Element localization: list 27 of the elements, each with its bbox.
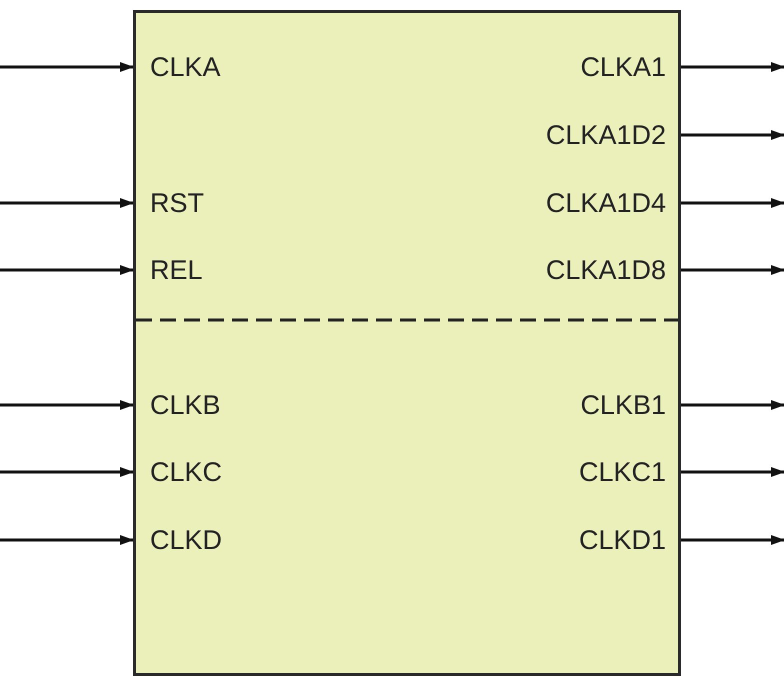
arrow [681, 62, 784, 72]
pin-label: CLKB1 [580, 387, 678, 423]
arrow [681, 400, 784, 410]
arrow [0, 265, 134, 275]
pin-label: CLKC [136, 454, 222, 490]
pin-label: CLKA [136, 49, 221, 85]
pin-label: REL [136, 252, 203, 288]
pin-label: CLKA1D4 [546, 185, 678, 221]
arrow [0, 535, 134, 545]
pin-label: CLKA1D2 [546, 117, 678, 153]
arrow [681, 467, 784, 477]
arrow [681, 198, 784, 208]
arrow [681, 265, 784, 275]
pin-label: CLKC1 [578, 454, 678, 490]
pin-label: RST [136, 185, 204, 221]
arrow [0, 400, 134, 410]
pin-label: CLKB [136, 387, 221, 423]
pin-label: CLKD1 [578, 522, 678, 558]
arrow [0, 62, 134, 72]
arrow [0, 198, 134, 208]
arrow [681, 130, 784, 140]
arrow [0, 467, 134, 477]
arrow [681, 535, 784, 545]
pin-label: CLKD [136, 522, 222, 558]
pin-label: CLKA1D8 [546, 252, 678, 288]
pin-label: CLKA1 [580, 49, 678, 85]
block-symbol [133, 10, 681, 676]
